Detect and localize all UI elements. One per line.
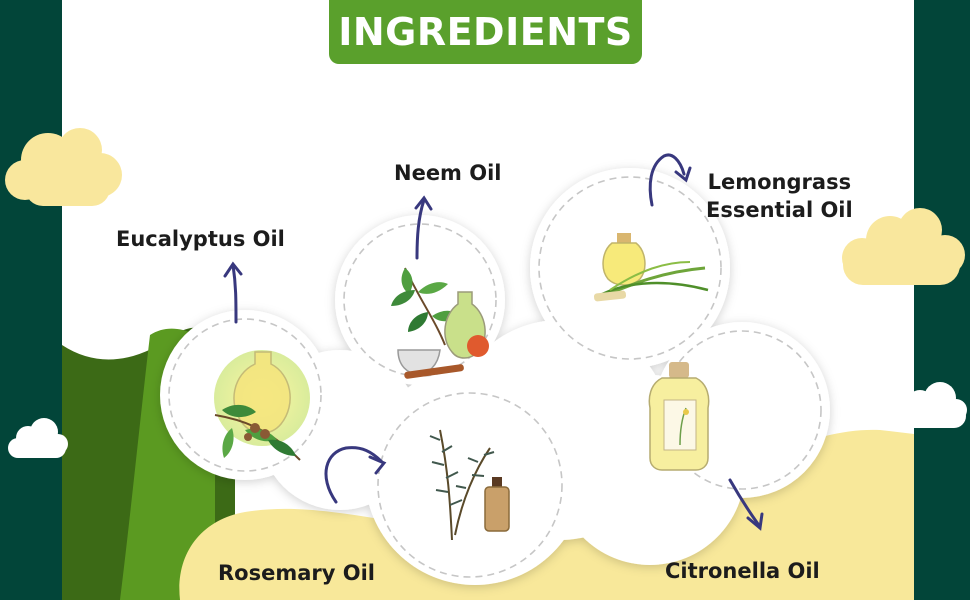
right-side-panel	[914, 0, 970, 600]
ingredient-cloud-dashed-outline	[168, 176, 822, 578]
lemongrass-oil-icon	[593, 233, 709, 302]
arrow-to-citronella-label	[728, 478, 764, 531]
neem-oil-icon	[391, 267, 489, 379]
arrow-to-neem-label	[414, 195, 433, 260]
citronella-oil-label: Citronella Oil	[665, 559, 820, 583]
white-cloud-right	[900, 382, 967, 428]
eucalyptus-oil-label: Eucalyptus Oil	[116, 227, 285, 251]
arrow-from-rosemary-label	[324, 446, 387, 504]
rosemary-oil-icon	[429, 429, 510, 541]
eucalyptus-oil-icon	[214, 350, 310, 461]
rosemary-oil-label: Rosemary Oil	[218, 561, 375, 585]
arrow-to-lemongrass-label	[648, 153, 692, 207]
neem-oil-label: Neem Oil	[394, 161, 502, 185]
white-cloud-left	[8, 418, 68, 458]
yellow-cloud-right	[842, 208, 965, 285]
citronella-oil-icon	[648, 362, 710, 471]
lemongrass-essential-oil-label: Lemongrass Essential Oil	[706, 168, 853, 224]
arrows	[223, 153, 764, 531]
lemongrass-label-line-1: Lemongrass	[707, 170, 852, 194]
lemongrass-label-line-2: Essential Oil	[706, 198, 853, 222]
yellow-cloud-left	[5, 128, 122, 206]
arrow-to-eucalyptus-label	[223, 261, 243, 324]
ingredients-title-badge: INGREDIENTS	[329, 0, 642, 64]
left-side-panel	[0, 0, 62, 600]
page-title: INGREDIENTS	[338, 10, 633, 54]
cream-hill	[179, 429, 915, 600]
